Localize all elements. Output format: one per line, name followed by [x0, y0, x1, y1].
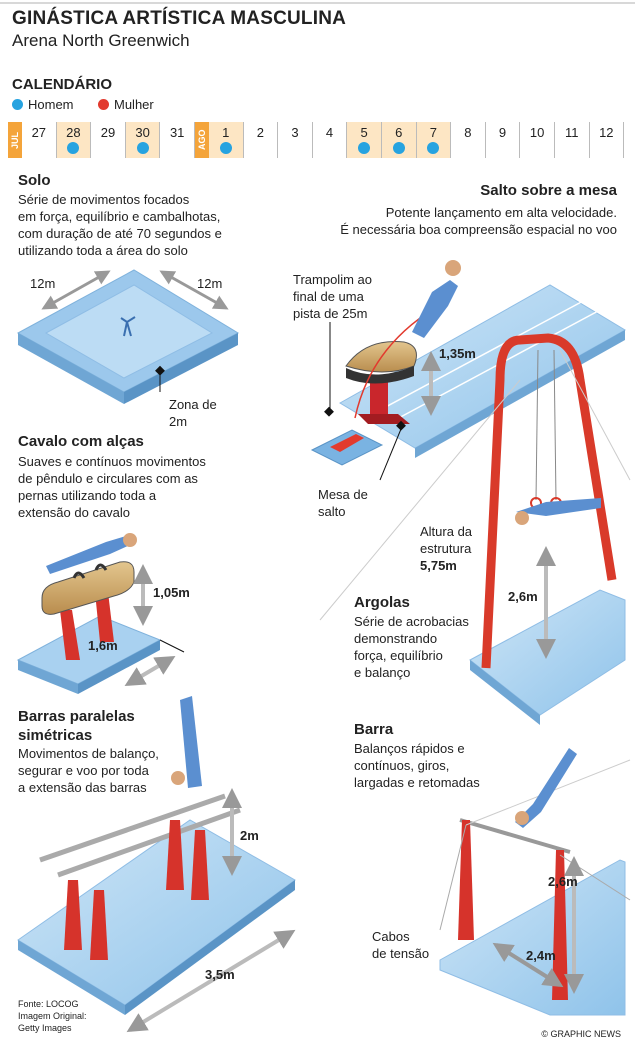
calendar-day-label: 12	[599, 125, 614, 140]
calendar-day-label: 11	[564, 125, 579, 140]
calendar-day-label: 4	[325, 125, 334, 140]
calendar-day-label: 28	[66, 125, 81, 140]
calendar-day-label: 2	[256, 125, 264, 140]
cavalo-height: 1,05m	[153, 585, 190, 600]
calendar-day-label: 6	[395, 125, 403, 140]
men-event-dot-icon	[219, 142, 232, 154]
legend-women: Mulher	[98, 97, 154, 112]
barra-height: 2,6m	[548, 874, 578, 889]
women-dot-icon	[98, 99, 109, 110]
legend-men-label: Homem	[28, 97, 74, 112]
barra-description: Balanços rápidos e contínuos, giros, lar…	[354, 741, 480, 790]
calendar-day: 9	[486, 122, 521, 158]
calendar-title: CALENDÁRIO	[12, 76, 112, 93]
solo-dim-right: 12m	[197, 276, 223, 291]
month-label: JUL	[8, 122, 22, 158]
calendar-day-label: 1	[222, 125, 230, 140]
salto-trampoline-label: Trampolim ao final de uma pista de 25m	[293, 272, 372, 321]
solo-dim-left: 12m	[30, 276, 56, 291]
salto-description: Potente lançamento em alta velocidade. É…	[340, 205, 617, 237]
men-event-dot-icon	[392, 142, 405, 154]
calendar-day: 28	[56, 122, 92, 158]
calendar-day: 2	[244, 122, 279, 158]
calendar-day-label: 30	[135, 125, 150, 140]
argolas-height: 2,6m	[508, 589, 538, 604]
salto-height: 1,35m	[439, 346, 476, 361]
calendar-day-label: 7	[429, 125, 437, 140]
calendar-day: 29	[91, 122, 126, 158]
solo-description: Série de movimentos focados em força, eq…	[18, 192, 222, 258]
calendar-day: 7	[416, 122, 452, 158]
venue-subtitle: Arena North Greenwich	[12, 31, 190, 50]
legend-women-label: Mulher	[114, 97, 154, 112]
graphic-credit: © GRAPHIC NEWS	[541, 1029, 621, 1039]
calendar-day-label: 5	[360, 125, 368, 140]
calendar-day-label: 31	[169, 125, 185, 140]
parallel-bars	[17, 696, 296, 1033]
legend-men: Homem	[12, 97, 74, 112]
men-event-dot-icon	[67, 142, 80, 154]
calendar-day: 12	[590, 122, 625, 158]
calendar-day: 1	[208, 122, 244, 158]
cavalo-length: 1,6m	[88, 638, 118, 653]
calendar-day: 8	[451, 122, 486, 158]
horizontal-bar	[439, 748, 631, 1016]
calendar-day-label: 3	[291, 125, 299, 140]
calendar-day: 5	[347, 122, 382, 158]
salto-table-label: Mesa de salto	[318, 487, 368, 519]
source-note: Fonte: LOCOG Imagem Original: Getty Imag…	[18, 999, 87, 1033]
calendar-day-label: 27	[31, 125, 47, 140]
calendar-day-label: 10	[529, 125, 545, 140]
salto-title: Salto sobre a mesa	[480, 182, 617, 199]
calendar-day: 3	[278, 122, 313, 158]
argolas-structure-label: Altura da estrutura	[420, 524, 473, 556]
month-label: AGO	[194, 122, 209, 158]
paralelas-height: 2m	[240, 828, 259, 843]
calendar-day-label: 9	[498, 125, 507, 140]
paralelas-length: 3,5m	[205, 967, 235, 982]
rings	[319, 333, 631, 725]
calendar-day: 6	[381, 122, 417, 158]
calendar-day: 10	[520, 122, 555, 158]
men-event-dot-icon	[427, 142, 440, 154]
paralelas-title: Barras paralelas simétricas	[18, 708, 135, 744]
men-event-dot-icon	[358, 142, 371, 154]
page-title: GINÁSTICA ARTÍSTICA MASCULINA	[12, 8, 347, 29]
argolas-structure-value: 5,75m	[420, 558, 457, 573]
calendar-day: 30	[125, 122, 161, 158]
barra-title: Barra	[354, 721, 394, 738]
barra-width: 2,4m	[526, 948, 556, 963]
calendar-day: 31	[160, 122, 195, 158]
men-event-dot-icon	[136, 142, 149, 154]
cavalo-description: Suaves e contínuos movimentos de pêndulo…	[18, 454, 206, 520]
solo-zone-label: Zona de 2m	[169, 397, 217, 429]
argolas-description: Série de acrobacias demonstrando força, …	[354, 614, 469, 680]
paralelas-description: Movimentos de balanço, segurar e voo por…	[18, 746, 159, 795]
vault-runway	[310, 260, 626, 481]
calendar-day-label: 8	[464, 125, 472, 140]
floor-mat	[16, 269, 240, 404]
cavalo-title: Cavalo com alças	[18, 433, 144, 450]
calendar-day: 27	[22, 122, 57, 158]
men-dot-icon	[12, 99, 23, 110]
argolas-title: Argolas	[354, 594, 410, 611]
barra-cables-label: Cabos de tensão	[372, 929, 430, 961]
solo-title: Solo	[18, 172, 51, 189]
calendar-day: 11	[555, 122, 590, 158]
pommel-horse	[16, 533, 185, 694]
calendar-day: 4	[313, 122, 348, 158]
calendar-day-label: 29	[100, 125, 116, 140]
